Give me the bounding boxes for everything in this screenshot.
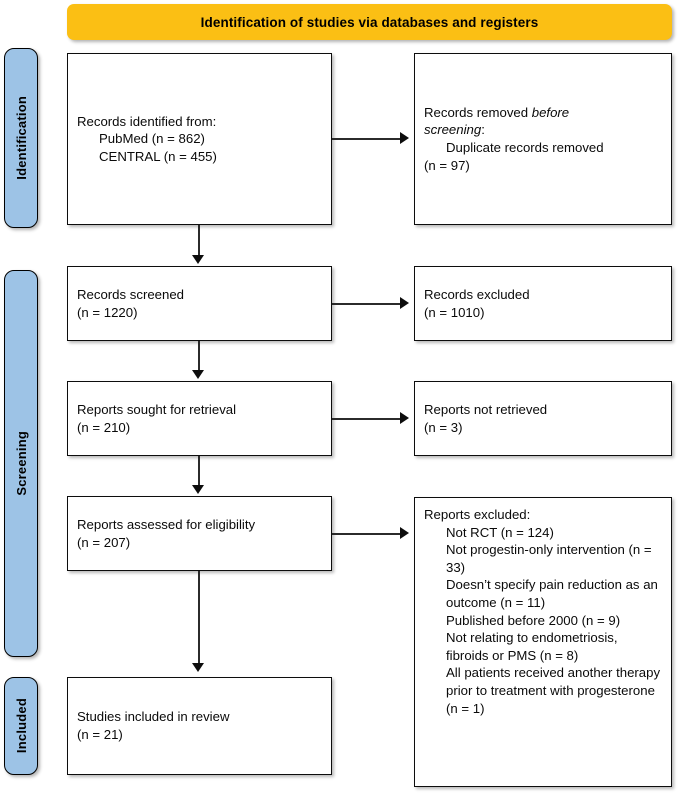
stage-bar-screening: Screening [4,270,38,657]
arrowhead-assessed-to-excluded [400,527,409,539]
arrowhead-sought-to-assessed [192,485,204,494]
records-identified-line-2: PubMed (n = 862) [99,131,205,147]
stage-bar-identification: Identification [4,48,38,228]
box-reports-not-retrieved: Reports not retrieved (n = 3) [414,381,672,456]
reports-excluded-reason: Not relating to endometriosis, fibroids … [446,630,622,663]
reports-sought-line-2: (n = 210) [77,419,131,435]
arrowhead-screened-to-sought [192,370,204,379]
reports-excluded-reason: Not progestin-only intervention (n = 33) [446,542,656,575]
box-reports-excluded: Reports excluded: Not RCT (n = 124) Not … [414,497,672,787]
stage-label-included: Included [13,698,29,754]
reports-assessed-line-2: (n = 207) [77,534,131,550]
records-removed-line-1: Records removed before [424,104,570,120]
connector-sought-to-assessed [198,456,200,488]
reports-excluded-reason: Published before 2000 (n = 9) [446,612,621,628]
reports-not-retrieved-line-2: (n = 3) [424,419,463,435]
reports-excluded-reason: Not RCT (n = 124) [446,524,554,540]
connector-identified-to-removed [332,138,402,140]
records-excluded-line-1: Records excluded [424,286,530,302]
box-reports-sought: Reports sought for retrieval (n = 210) [67,381,332,456]
arrowhead-identified-to-removed [400,132,409,144]
records-screened-line-1: Records screened [77,286,185,302]
arrowhead-identified-to-screened [192,255,204,264]
studies-included-line-2: (n = 21) [77,727,123,742]
connector-screened-to-sought [198,341,200,373]
records-excluded-line-2: (n = 1010) [424,304,485,320]
box-studies-included: Studies included in review (n = 21) [67,677,332,775]
studies-included-line-1: Studies included in review [77,709,230,725]
records-identified-line-3: CENTRAL (n = 455) [99,148,217,164]
records-identified-line-1: Records identified from: [77,113,217,129]
diagram-header-banner: Identification of studies via databases … [67,4,672,40]
box-records-screened: Records screened (n = 1220) [67,266,332,341]
reports-excluded-heading: Reports excluded: [424,507,531,522]
stage-bar-included: Included [4,677,38,775]
arrowhead-sought-to-not-retrieved [400,412,409,424]
stage-label-screening: Screening [13,431,29,496]
connector-assessed-to-excluded [332,533,402,535]
records-screened-line-2: (n = 1220) [77,304,138,320]
reports-excluded-reason: All patients received another therapy pr… [446,665,664,716]
reports-assessed-line-1: Reports assessed for eligibility [77,516,256,532]
box-reports-assessed: Reports assessed for eligibility (n = 20… [67,496,332,571]
diagram-title: Identification of studies via databases … [200,14,539,30]
connector-identified-to-screened [198,225,200,257]
stage-label-identification: Identification [13,96,29,180]
arrowhead-assessed-to-included [192,663,204,672]
reports-excluded-reason: Doesn’t specify pain reduction as an out… [446,577,662,610]
box-records-removed: Records removed before screening: Duplic… [414,53,672,225]
box-records-excluded: Records excluded (n = 1010) [414,266,672,341]
reports-sought-line-1: Reports sought for retrieval [77,401,237,417]
connector-assessed-to-included [198,571,200,666]
arrowhead-screened-to-excluded [400,297,409,309]
connector-screened-to-excluded [332,303,402,305]
reports-not-retrieved-line-1: Reports not retrieved [424,401,548,417]
box-records-identified: Records identified from: PubMed (n = 862… [67,53,332,225]
connector-sought-to-not-retrieved [332,418,402,420]
records-removed-line-2: screening: [424,122,485,138]
records-removed-line-3: Duplicate records removed [446,140,604,155]
records-removed-line-4: (n = 97) [424,157,470,173]
